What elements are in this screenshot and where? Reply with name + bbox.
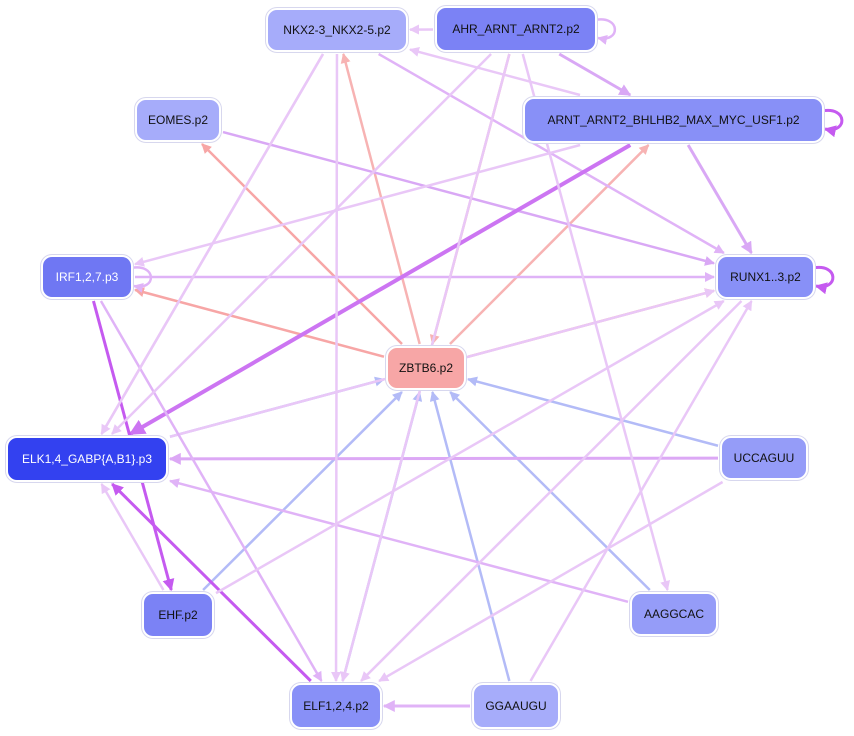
node-arnt-arnt2-bhlhb2-max-myc-usf1[interactable]: ARNT_ARNT2_BHLHB2_MAX_MYC_USF1.p2 (523, 97, 824, 143)
node-ehf[interactable]: EHF.p2 (142, 592, 214, 638)
edge-ahr-to-elk (111, 53, 492, 435)
edge-ggaaugu-to-zbtb (429, 391, 511, 682)
edge-nkx-to-elf (331, 53, 342, 682)
node-ahr-arnt-arnt2[interactable]: AHR_ARNT_ARNT2.p2 (435, 6, 597, 52)
edge-ehf-to-runx (215, 299, 725, 595)
edge-uccaguu-to-zbtb (467, 376, 719, 447)
node-zbtb6[interactable]: ZBTB6.p2 (386, 346, 466, 390)
self-loop-ahr (594, 18, 617, 45)
node-aaggcac[interactable]: AAGGCAC (630, 592, 718, 636)
node-elk1-4-gabp[interactable]: ELK1,4_GABP{A,B1}.p3 (6, 436, 168, 482)
edge-eomes-to-runx (222, 130, 715, 266)
node-nkx2-3-nkx2-5[interactable]: NKX2-3_NKX2-5.p2 (266, 8, 408, 52)
edge-ahr-to-aaggcac (521, 53, 670, 591)
edge-ehf-to-elk (100, 483, 165, 591)
edge-arnt-to-elk (128, 143, 632, 436)
edge-zbtb-to-irf (134, 287, 385, 358)
edge-arnt-to-runx (686, 144, 753, 255)
node-eomes[interactable]: EOMES.p2 (135, 98, 221, 142)
edge-runx-to-elf (360, 300, 743, 682)
self-loop-runx (812, 265, 835, 295)
edge-ehf-to-zbtb (202, 391, 403, 591)
edge-uccaguu-to-elk (168, 452, 719, 465)
edge-ahr-to-arnt (558, 52, 632, 97)
edge-irf-to-elf (99, 300, 323, 682)
edge-arnt-to-nkx (409, 47, 581, 97)
edge-elf-to-elk (111, 482, 312, 683)
self-loop-irf (130, 266, 153, 293)
self-loop-arnt (821, 108, 844, 138)
node-irf1-2-7[interactable]: IRF1,2,7.p3 (41, 255, 133, 299)
edge-uccaguu-to-elf (378, 480, 724, 683)
edge-arnt-to-irf (134, 143, 581, 267)
edge-zbtb-to-arnt (449, 144, 650, 345)
node-ggaaugu[interactable]: GGAAUGU (472, 683, 560, 729)
node-runx1-3[interactable]: RUNX1..3.p2 (716, 255, 815, 299)
node-uccaguu[interactable]: UCCAGUU (720, 436, 808, 480)
edge-nkx-to-elk (100, 53, 325, 435)
node-elf1-2-4[interactable]: ELF1,2,4.p2 (290, 683, 382, 729)
